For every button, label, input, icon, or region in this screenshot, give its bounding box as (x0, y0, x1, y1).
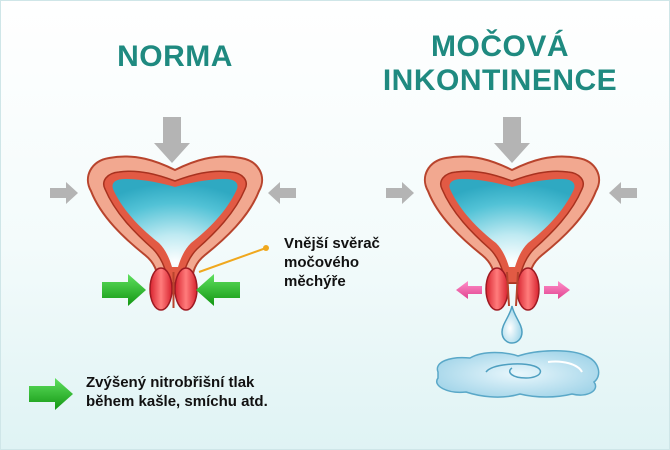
sphincter-label-line3: měchýře (284, 273, 346, 290)
sphincter-label-line2: močového (284, 254, 360, 271)
sphincter-muscle-icon (174, 267, 198, 311)
pressure-arrow-top-left (154, 117, 190, 163)
sphincter-label-line1: Vnější svěrač (284, 235, 380, 252)
drop-icon (501, 305, 523, 344)
legend-text: Zvýšený nitrobřišní tlak během kašle, sm… (86, 373, 386, 411)
weak-arrow-right (544, 281, 570, 299)
puddle (436, 349, 600, 398)
squeeze-arrow-right (196, 274, 240, 306)
legend-line1: Zvýšený nitrobřišní tlak (86, 374, 255, 391)
sphincter-muscle-icon (485, 267, 509, 311)
arrow-right-icon (29, 378, 73, 410)
title-incontinence-line2: INKONTINENCE (382, 64, 618, 97)
sphincter-leader-line (198, 247, 267, 273)
legend-line2: během kašle, smíchu atd. (86, 393, 268, 410)
pressure-arrow-side-right-1 (386, 182, 414, 204)
sphincter-leader-dot (263, 245, 269, 251)
weak-arrow-left (456, 281, 482, 299)
squeeze-arrow-left (102, 274, 146, 306)
sphincter-muscle-icon (516, 267, 540, 311)
pressure-arrow-side-left-1 (50, 182, 78, 204)
bladder-normal (86, 155, 264, 284)
bladder-incontinence (423, 155, 601, 284)
pressure-arrow-side-left-2 (268, 182, 296, 204)
pressure-arrow-side-right-2 (609, 182, 637, 204)
title-incontinence: MOČOVÁ INKONTINENCE (340, 30, 660, 98)
title-normal: NORMA (117, 40, 233, 73)
urethra-open (506, 271, 519, 307)
sphincter-label: Vnější svěrač močového měchýře (284, 234, 414, 291)
title-incontinence-line1: MOČOVÁ (431, 30, 569, 63)
puddle-ripple (485, 363, 542, 379)
sphincter-muscle-icon (149, 267, 173, 311)
pressure-arrow-top-right (494, 117, 530, 163)
puddle-highlight (547, 360, 583, 373)
